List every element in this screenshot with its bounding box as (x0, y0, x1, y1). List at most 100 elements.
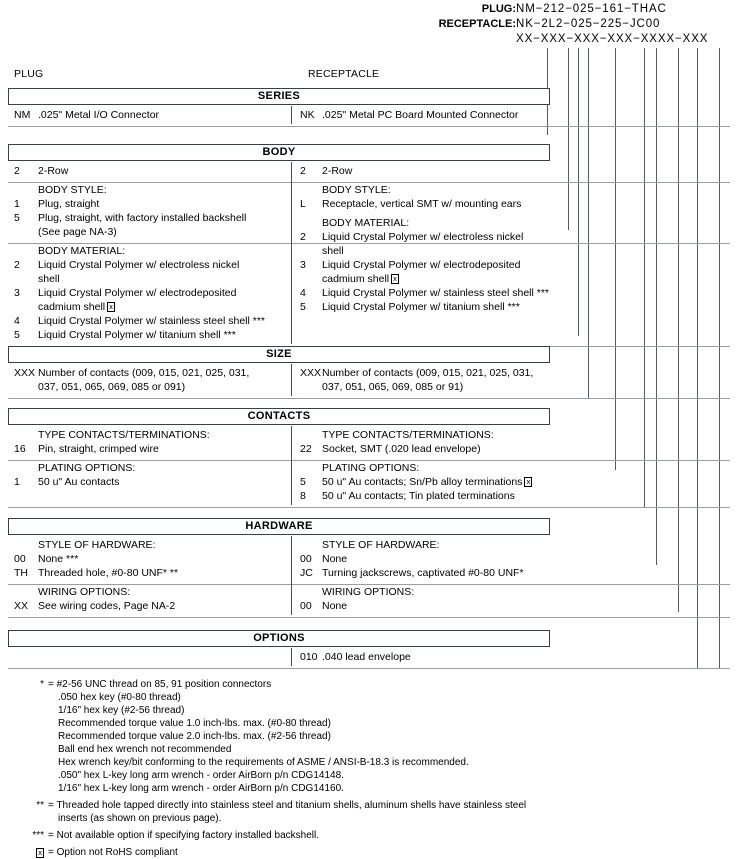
option-code: 00 (300, 553, 312, 565)
option-description: 037, 051, 065, 069, 085 or 91) (322, 381, 463, 393)
footnote-line: Ball end hex wrench not recommended (58, 744, 232, 755)
footnote-line: = Not available option if specifying fac… (48, 830, 319, 841)
option-description-text: 2-Row (322, 165, 353, 177)
option-description-text: Pin, straight, crimped wire (38, 443, 159, 455)
footnote-marker: * (40, 679, 44, 690)
footnote-marker: *** (32, 830, 44, 841)
leader-line-7 (656, 48, 657, 565)
option-description: 037, 051, 065, 069, 085 or 091) (38, 381, 185, 393)
option-code: XXX (300, 367, 322, 379)
option-code: NK (300, 109, 315, 121)
option-description-text: 50 u" Au contacts; Tin plated terminatio… (322, 490, 515, 502)
column-caption-plug: PLUG (14, 68, 44, 80)
footnote-line: Hex wrench key/bit conforming to the req… (58, 757, 469, 768)
option-description-text: None (322, 600, 348, 612)
option-description-text: .040 lead envelope (322, 651, 411, 663)
footnote-line: = #2-56 UNC thread on 85, 91 position co… (48, 679, 272, 690)
option-description: None *** (38, 553, 78, 565)
option-code: 2 (14, 165, 20, 177)
option-description: Receptacle, vertical SMT w/ mounting ear… (322, 198, 521, 210)
option-code: NM (14, 109, 31, 121)
option-description-text: Liquid Crystal Polymer w/ electrodeposit… (38, 287, 237, 299)
leader-line-6 (644, 48, 645, 508)
option-code: 010 (300, 651, 318, 663)
group-header: STYLE OF HARDWARE: (322, 539, 440, 551)
section-banner-options: OPTIONS (8, 630, 550, 647)
leader-line-2 (568, 48, 569, 230)
group-header: PLATING OPTIONS: (322, 462, 420, 474)
section-banner-body: BODY (8, 144, 550, 161)
option-description: Plug, straight, with factory installed b… (38, 212, 246, 224)
section-banner-size: SIZE (8, 346, 550, 363)
group-separator (8, 460, 730, 461)
option-code: 1 (14, 476, 20, 488)
leader-line-8 (678, 48, 679, 612)
option-description: None (322, 600, 347, 612)
footnote-line: Recommended torque value 2.0 inch-lbs. m… (58, 731, 331, 742)
group-separator (8, 507, 730, 508)
option-code: 3 (14, 287, 20, 299)
option-description-text: None *** (38, 553, 79, 565)
group-header: WIRING OPTIONS: (322, 586, 415, 598)
option-code: 2 (300, 165, 306, 177)
option-code: 22 (300, 443, 312, 455)
option-description-text: 037, 051, 065, 069, 085 or 91) (322, 381, 464, 393)
group-header: BODY MATERIAL: (322, 217, 410, 229)
option-description-text: cadmium shell (38, 301, 106, 313)
option-description-text: Socket, SMT (.020 lead envelope) (322, 443, 481, 455)
option-description: 2-Row (322, 165, 352, 177)
section-banner-series: SERIES (8, 88, 550, 105)
option-description: (See page NA-3) (38, 226, 117, 238)
option-description-text: Liquid Crystal Polymer w/ titanium shell… (38, 329, 236, 341)
option-description: shell (38, 273, 60, 285)
option-description-text: Plug, straight (38, 198, 100, 210)
option-code: 5 (300, 301, 306, 313)
option-description-text: See wiring codes, Page NA-2 (38, 600, 176, 612)
footnote-line: = Threaded hole tapped directly into sta… (48, 800, 527, 811)
option-description: .025" Metal PC Board Mounted Connector (322, 109, 518, 121)
group-separator (8, 182, 730, 183)
part-number-row-plug: PLUG: NM−212−025−161−THAC (0, 2, 738, 17)
group-separator (8, 398, 730, 399)
option-description: Liquid Crystal Polymer w/ stainless stee… (322, 287, 549, 299)
group-header: BODY STYLE: (38, 184, 107, 196)
option-description-text: 037, 051, 065, 069, 085 or 091) (38, 381, 186, 393)
group-header: PLATING OPTIONS: (38, 462, 136, 474)
option-description-text: Liquid Crystal Polymer w/ electrodeposit… (322, 259, 521, 271)
column-divider (291, 364, 292, 396)
rohs-noncompliant-icon: x (391, 274, 399, 284)
option-code: JC (300, 567, 313, 579)
footnote-line: 1/16" hex L-key long arm wrench - order … (58, 783, 344, 794)
option-description: Number of contacts (009, 015, 021, 025, … (322, 367, 533, 379)
part-number-value-receptacle: NK−2L2−025−225−JC00 (516, 18, 661, 30)
leader-line-4 (588, 48, 589, 398)
option-code: 5 (14, 212, 20, 224)
option-code: 16 (14, 443, 26, 455)
option-code: TH (14, 567, 28, 579)
group-header: TYPE CONTACTS/TERMINATIONS: (38, 429, 210, 441)
option-description-text: Liquid Crystal Polymer w/ stainless stee… (322, 287, 550, 299)
group-separator (8, 668, 730, 669)
column-divider (291, 162, 292, 344)
option-description-text: 50 u" Au contacts (38, 476, 120, 488)
option-code: 4 (300, 287, 306, 299)
option-description-text: Receptacle, vertical SMT w/ mounting ear… (322, 198, 522, 210)
option-description: Liquid Crystal Polymer w/ titanium shell… (38, 329, 236, 341)
rohs-noncompliant-icon: x (524, 477, 533, 487)
part-number-row-receptacle: RECEPTACLE: NK−2L2−025−225−JC00 (0, 17, 738, 32)
option-description: 50 u" Au contacts (38, 476, 119, 488)
option-description: Liquid Crystal Polymer w/ electroless ni… (322, 231, 523, 243)
footnote-line: inserts (as shown on previous page). (58, 813, 222, 824)
group-separator (8, 584, 730, 585)
option-description-text: Liquid Crystal Polymer w/ electroless ni… (322, 231, 524, 243)
option-code: 00 (14, 553, 26, 565)
footnote-line: Recommended torque value 1.0 inch-lbs. m… (58, 718, 331, 729)
section-banner-hardware: HARDWARE (8, 518, 550, 535)
option-description-text: Number of contacts (009, 015, 021, 025, … (322, 367, 534, 379)
option-description: .025" Metal I/O Connector (38, 109, 159, 121)
option-code: XXX (14, 367, 36, 379)
group-separator (8, 243, 730, 244)
part-number-value-template: XX−XXX−XXX−XXX−XXXX−XXX (516, 33, 709, 45)
option-code: 2 (300, 231, 306, 243)
